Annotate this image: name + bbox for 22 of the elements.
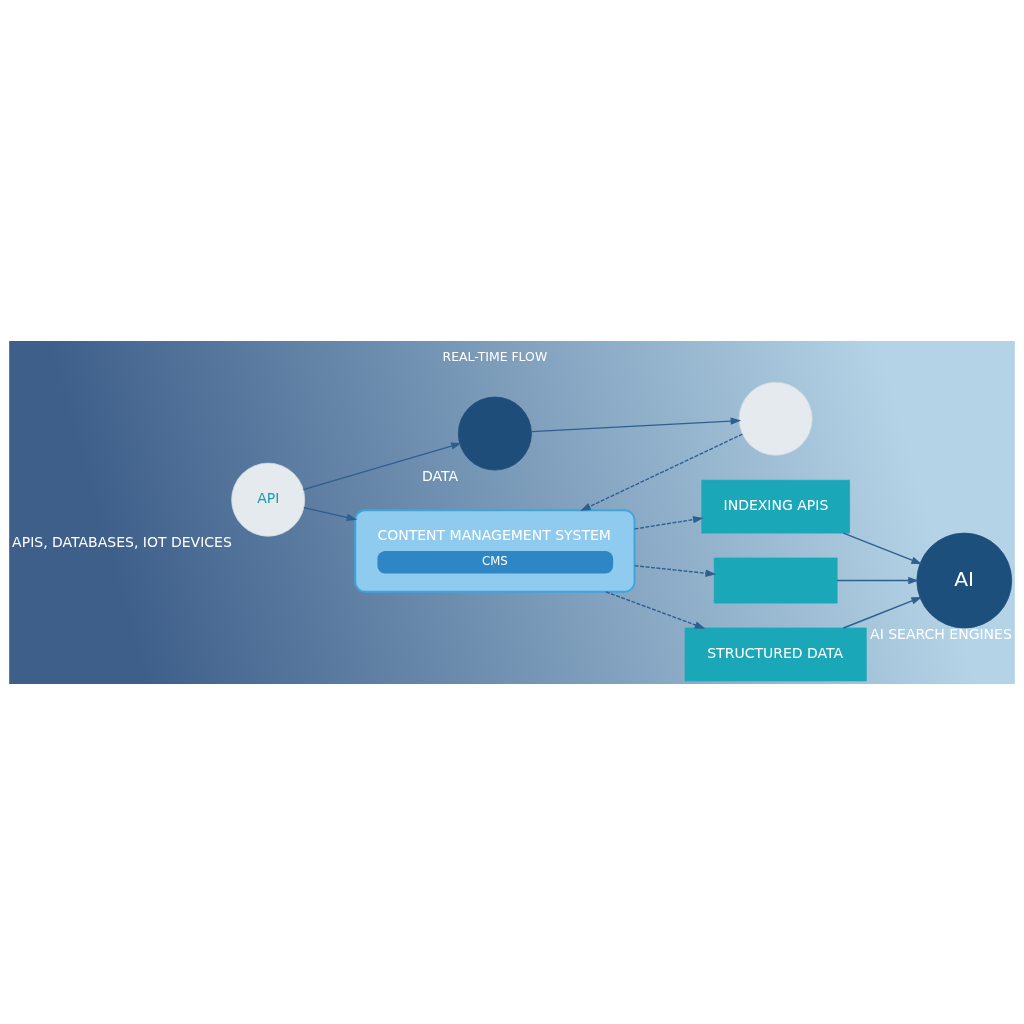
node-box: CONTENT MANAGEMENT SYSTEM CMS [354, 508, 636, 593]
node-circle: AI [916, 532, 1013, 628]
arrow [842, 531, 922, 564]
arrow [842, 596, 922, 629]
node-box: INDEXING APIS [701, 479, 850, 533]
arrow [605, 590, 706, 629]
arrow [580, 433, 744, 511]
arrow [836, 576, 919, 584]
arrow [633, 564, 717, 577]
node-box: STRUCTURED DATA [684, 627, 867, 681]
node-label: APIS, DATABASES, IOT DEVICES [12, 533, 232, 550]
arrow [530, 416, 742, 432]
arrow [633, 515, 704, 530]
arrow [303, 506, 358, 521]
arrow [302, 442, 462, 490]
node-circle [457, 396, 532, 470]
node-circle: API [231, 462, 306, 537]
node-label: AI SEARCH ENGINES [870, 625, 1012, 642]
node-label: DATA [422, 467, 459, 484]
label: REAL-TIME FLOW [442, 348, 548, 364]
node-circle [738, 381, 813, 456]
node-box [713, 557, 838, 603]
